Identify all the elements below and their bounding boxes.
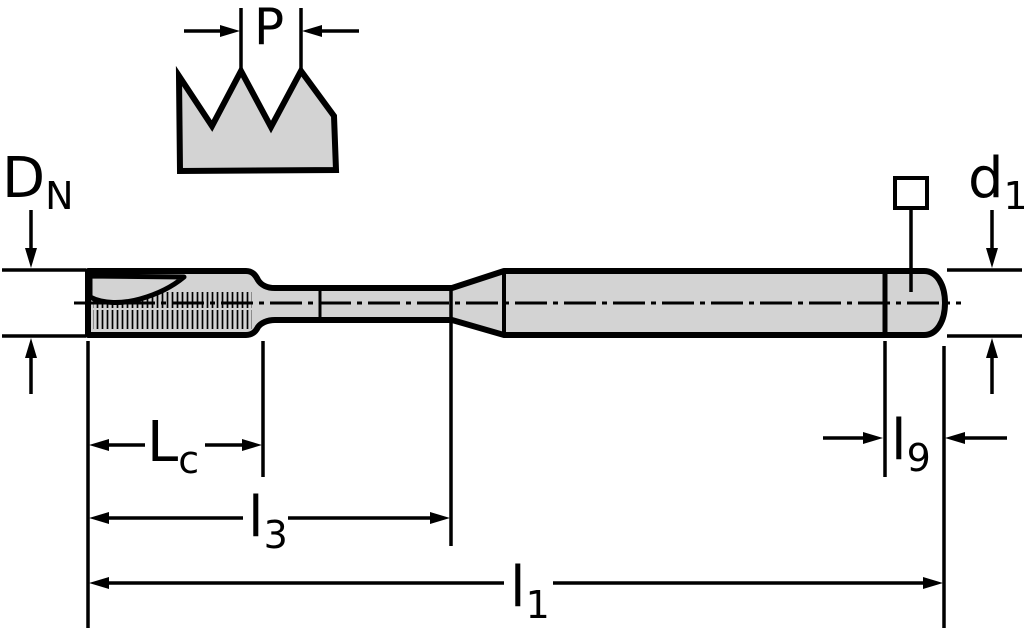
pitch-arrowhead-left [220,25,240,37]
label-thread-length: l3 [248,490,288,557]
lc-subscript: c [178,438,200,482]
d1-letter: d [968,146,1004,211]
label-nominal-diameter: DN [2,151,74,218]
dn-letter: D [2,146,46,211]
label-chamfer-length: Lc [147,415,200,482]
l3-arrowhead-right [430,512,450,524]
lc-letter: L [147,410,179,475]
d1-subscript: 1 [1003,174,1024,218]
square-drive-symbol [893,176,929,210]
label-square-length: l9 [891,413,931,480]
dim-overall-length [89,577,943,589]
pitch-letter: P [254,0,285,56]
l9-arrowhead-left [863,432,883,444]
lc-arrowhead-left [89,439,109,451]
tap-flute [87,273,187,305]
dim-nominal-diameter [2,210,86,394]
dim-thread-length [89,512,450,524]
dn-arrowhead-down [25,248,37,268]
label-pitch: P [254,2,284,62]
l1-letter: l [510,555,526,620]
l1-arrowhead-left [89,577,109,589]
l9-subscript: 9 [906,436,931,480]
pitch-arrowhead-right [302,25,322,37]
dim-chamfer-length [89,439,262,451]
label-overall-length: l1 [510,560,550,627]
l1-subscript: 1 [525,583,550,627]
l1-arrowhead-right [923,577,943,589]
dim-square-length [823,432,1007,444]
dn-arrowhead-up [25,338,37,358]
l9-letter: l [891,408,907,473]
dim-pitch [184,8,359,70]
l3-arrowhead-left [89,512,109,524]
dn-subscript: N [45,174,74,218]
l3-subscript: 3 [263,513,288,557]
l3-letter: l [248,485,264,550]
l9-arrowhead-right [945,432,965,444]
length-extension-lines [86,287,946,628]
thread-profile-detail [175,64,340,175]
d1-arrowhead-up [986,338,998,358]
dim-shank-diameter [947,210,1022,394]
d1-arrowhead-down [986,248,998,268]
thread-hatch-lower [93,310,252,329]
label-shank-diameter: d1 [968,151,1024,218]
lc-arrowhead-right [242,439,262,451]
